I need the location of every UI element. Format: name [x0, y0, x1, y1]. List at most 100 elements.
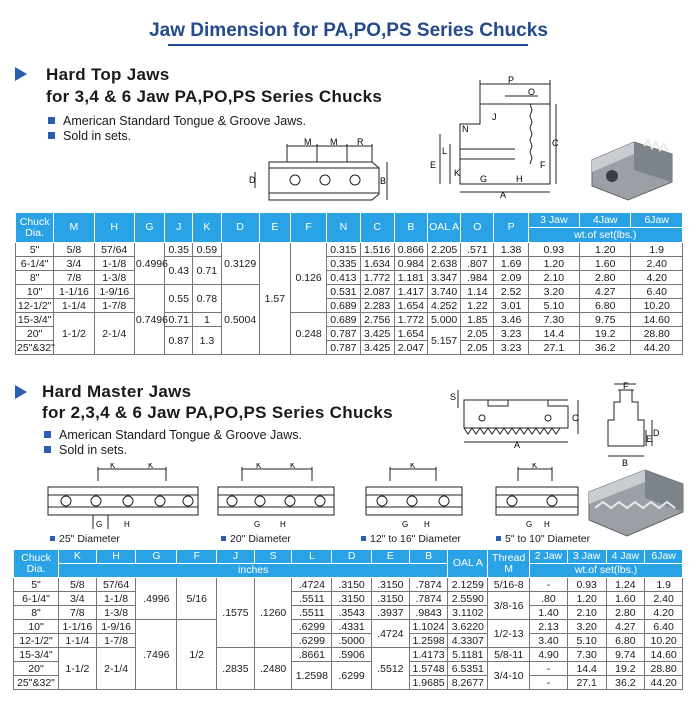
hard-master-jaw-photo — [588, 469, 684, 537]
table-cell: .3150 — [331, 591, 373, 606]
caption-25: 25" Diameter — [50, 533, 120, 545]
bullet-square-icon — [361, 536, 366, 541]
section-arrow-icon — [15, 385, 27, 399]
table-cell: 19.2 — [605, 661, 646, 676]
table-cell: 0.787 — [326, 326, 361, 341]
svg-text:N: N — [462, 124, 469, 134]
table-cell: 1-1/8 — [93, 256, 135, 271]
table-cell: 0.315 — [326, 242, 361, 257]
table-cell: 3.46 — [493, 312, 529, 327]
table-cell: 1.772 — [393, 312, 428, 327]
table-cell: 1.2598 — [291, 661, 333, 690]
header-cell: Chuck Dia. — [14, 212, 55, 243]
table-cell: .5512 — [371, 647, 410, 690]
table-cell: 3.20 — [527, 284, 581, 299]
hard-top-table: Chuck Dia. M H G J K D E F N C B OAL A O… — [14, 212, 684, 355]
table-cell: 0.93 — [527, 242, 581, 257]
table-cell: 7.30 — [527, 312, 581, 327]
table-cell: 0.35 — [164, 242, 194, 257]
table-cell: 5.10 — [527, 298, 581, 313]
table-cell: 2.5590 — [447, 591, 489, 606]
table-cell: 1-1/4 — [58, 633, 97, 648]
table-cell: .807 — [460, 256, 495, 271]
header-cell: O — [460, 212, 495, 243]
header-cell: G — [133, 212, 166, 243]
caption-20: 20" Diameter — [221, 533, 291, 545]
header-cell: N — [326, 212, 361, 243]
table-cell: 3.40 — [529, 633, 568, 648]
svg-text:H: H — [280, 520, 286, 529]
table-cell: 3/8-16 — [487, 591, 531, 620]
header-cell: B — [408, 549, 449, 564]
table-cell: 20" — [12, 661, 60, 676]
svg-text:G: G — [96, 520, 102, 529]
header-cell: J — [164, 212, 194, 243]
table-cell: 2-1/4 — [95, 647, 137, 690]
header-cell: K — [192, 212, 222, 243]
table-cell: 1.4173 — [408, 647, 449, 662]
table-cell: 12-1/2" — [14, 298, 55, 313]
table-cell: 3.425 — [359, 340, 395, 355]
table-cell: 1.40 — [529, 605, 568, 620]
table-cell: - — [529, 577, 568, 592]
hard-top-title-1: Hard Top Jaws — [46, 65, 170, 84]
table-cell: 15-3/4" — [14, 312, 55, 327]
table-cell: .571 — [460, 242, 495, 257]
table-cell: .80 — [529, 591, 568, 606]
table-cell: 6.5351 — [447, 661, 489, 676]
table-cell: .8661 — [291, 647, 333, 662]
table-cell: 8" — [14, 270, 55, 285]
table-cell: .4331 — [331, 619, 373, 634]
table-cell: 27.1 — [527, 340, 581, 355]
table-cell: 2.52 — [493, 284, 529, 299]
table-cell: 0.87 — [164, 326, 194, 355]
header-cell: P — [493, 212, 529, 243]
table-cell: 2.80 — [605, 605, 646, 620]
table-cell: 4.3307 — [447, 633, 489, 648]
table-cell: 25"&32" — [14, 340, 55, 355]
hard-master-table: Chuck Dia. K H G F J S L D E B OAL A Thr… — [12, 549, 683, 690]
table-cell: 2.13 — [529, 619, 568, 634]
table-cell: 0.4996 — [133, 242, 168, 285]
svg-text:G: G — [254, 520, 260, 529]
table-cell: 1.38 — [493, 242, 529, 257]
table-cell: 44.20 — [644, 675, 683, 690]
table-cell: 10" — [12, 619, 60, 634]
table-cell: 7/8 — [58, 605, 97, 620]
caption-5-10: 5" to 10" Diameter — [496, 533, 590, 545]
table-cell: 3.6220 — [447, 619, 489, 634]
table-cell: .3937 — [371, 605, 410, 620]
hard-master-bullet: American Standard Tongue & Groove Jaws. — [44, 428, 302, 443]
header-cell: H — [95, 549, 137, 564]
header-cell: B — [393, 212, 428, 243]
table-cell: 1.9 — [644, 577, 683, 592]
units-header: inches — [58, 563, 449, 578]
header-cell: D — [331, 549, 373, 564]
hard-top-title-2: for 3,4 & 6 Jaw PA,PO,PS Series Chucks — [46, 87, 383, 106]
table-cell: 36.2 — [579, 340, 632, 355]
table-cell: 2.40 — [630, 256, 683, 271]
hard-master-title-2: for 2,3,4 & 6 Jaw PA,PO,PS Series Chucks — [42, 403, 393, 422]
header-cell: S — [253, 549, 293, 564]
svg-text:H: H — [516, 174, 523, 184]
table-cell: 2.40 — [644, 591, 683, 606]
table-cell: 5/8 — [53, 242, 95, 257]
table-cell: 1-1/2 — [58, 647, 97, 690]
svg-text:R: R — [357, 138, 364, 147]
table-cell: 12-1/2" — [12, 633, 60, 648]
table-cell: 1.20 — [566, 591, 607, 606]
table-cell: 1.181 — [393, 270, 428, 285]
table-cell: 44.20 — [630, 340, 683, 355]
table-cell: 3/4 — [58, 591, 97, 606]
header-cell: F — [176, 549, 218, 564]
table-cell: 6.80 — [605, 633, 646, 648]
